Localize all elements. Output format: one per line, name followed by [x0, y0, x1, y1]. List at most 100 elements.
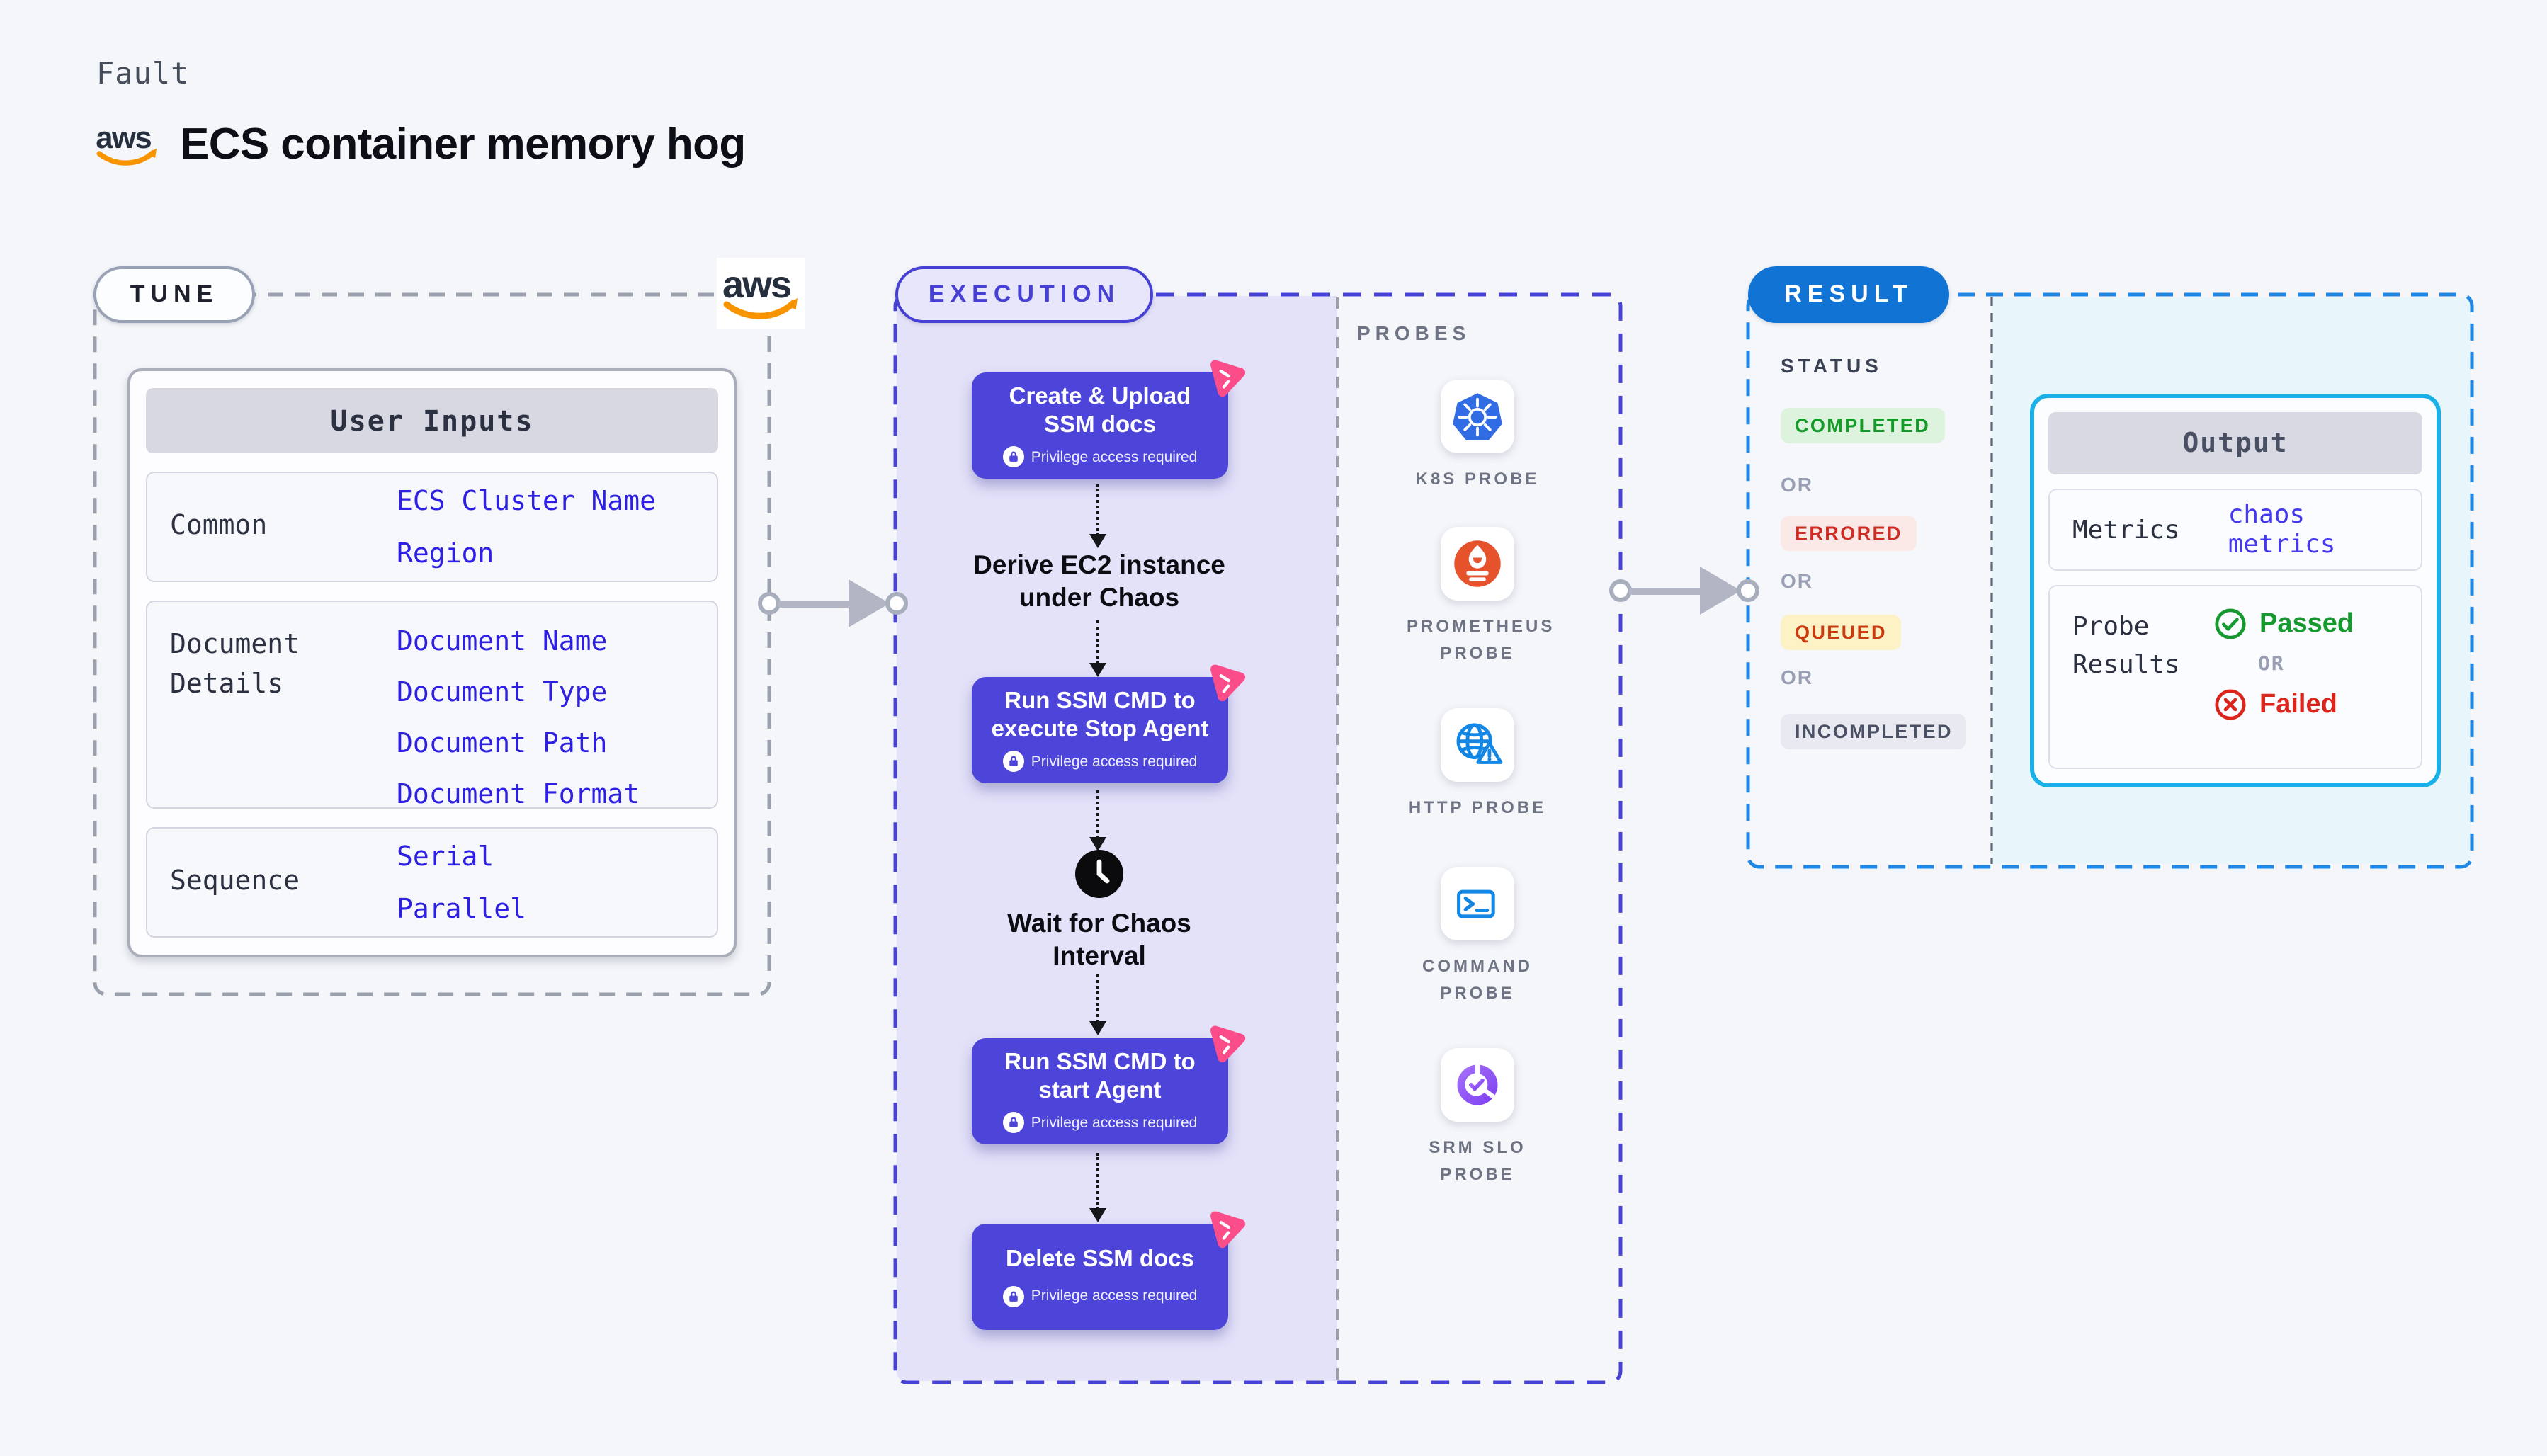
- privilege-badge-text: Privilege access required: [1031, 753, 1198, 770]
- clock-icon: [1075, 850, 1123, 898]
- status-badge-incompleted: INCOMPLETED: [1781, 714, 1967, 749]
- probe-label: K8S PROBE: [1415, 469, 1540, 489]
- input-group-values: ECS Cluster Name Region: [397, 485, 656, 569]
- status-label: STATUS: [1781, 354, 1883, 377]
- user-inputs-header: User Inputs: [146, 388, 718, 453]
- privilege-badge-text: Privilege access required: [1031, 448, 1198, 466]
- probe-srm-slo: SRM SLO PROBE: [1407, 1048, 1548, 1187]
- step-connector: [1089, 974, 1106, 1035]
- fault-kicker: Fault: [96, 57, 190, 91]
- input-group-document-details: Document Details Document Name Document …: [146, 601, 718, 810]
- step-title: Create & Upload SSM docs: [1009, 383, 1191, 437]
- privilege-badge: Privilege access required: [1002, 751, 1198, 773]
- aws-logo-icon: aws: [96, 120, 157, 166]
- status-badge-errored: ERRORED: [1781, 516, 1917, 551]
- failed-text: Failed: [2259, 689, 2337, 719]
- input-group-label: Common: [170, 510, 268, 542]
- input-value: Document Type: [397, 677, 608, 708]
- probe-label: PROMETHEUS PROBE: [1407, 616, 1555, 663]
- metrics-row: Metrics chaos metrics: [2048, 489, 2422, 571]
- lock-icon: [1002, 1112, 1024, 1134]
- input-group-label: Document Details: [170, 629, 300, 700]
- page-title: ECS container memory hog: [180, 119, 746, 169]
- step-connector: [1089, 1153, 1106, 1222]
- probe-label: SRM SLO PROBE: [1429, 1137, 1526, 1184]
- probe-result-or: OR: [2258, 653, 2285, 676]
- metrics-value: chaos metrics: [2228, 500, 2336, 559]
- input-value: Document Format: [397, 779, 640, 810]
- probe-results-label: Probe Results: [2072, 612, 2180, 680]
- execution-section-pill: EXECUTION: [895, 266, 1153, 323]
- input-value: Document Path: [397, 728, 608, 759]
- tune-to-execution-arrow: [758, 578, 911, 629]
- input-value: Serial: [397, 841, 494, 872]
- aws-logo-icon: aws: [722, 263, 798, 319]
- step-title: Run SSM CMD to execute Stop Agent: [991, 688, 1209, 741]
- status-or: OR: [1781, 473, 1813, 496]
- tune-aws-corner: aws: [717, 258, 805, 329]
- output-card: Output Metrics chaos metrics Probe Resul…: [2030, 394, 2441, 787]
- probe-result-passed: Passed: [2214, 608, 2354, 640]
- chaos-icon: [1210, 664, 1246, 702]
- step-create-upload-ssm-docs: Create & Upload SSM docs Privilege acces…: [972, 360, 1246, 479]
- step-wait-for-chaos-interval: Wait for Chaos Interval: [1007, 908, 1191, 971]
- chaos-icon: [1210, 360, 1246, 397]
- input-value: ECS Cluster Name: [397, 485, 657, 516]
- probe-prometheus: PROMETHEUS PROBE: [1407, 527, 1555, 666]
- passed-text: Passed: [2259, 608, 2354, 638]
- input-value: Region: [397, 538, 494, 569]
- privilege-badge-text: Privilege access required: [1031, 1287, 1198, 1305]
- step-connector: [1089, 790, 1106, 851]
- lock-icon: [1002, 751, 1024, 773]
- output-header: Output: [2048, 412, 2422, 474]
- input-value: Parallel: [397, 893, 527, 924]
- user-inputs-card: User Inputs Common ECS Cluster Name Regi…: [127, 368, 737, 957]
- slo-pie-check-icon: [1441, 1048, 1514, 1122]
- privilege-badge: Privilege access required: [1002, 1112, 1198, 1134]
- http-globe-warning-icon: [1441, 708, 1514, 782]
- lock-icon: [1002, 1285, 1024, 1307]
- step-run-ssm-cmd-stop-agent: Run SSM CMD to execute Stop Agent Privil…: [972, 664, 1246, 783]
- privilege-badge: Privilege access required: [1002, 1285, 1198, 1307]
- terminal-icon: [1441, 867, 1514, 940]
- connector-dot: [1737, 579, 1759, 602]
- lock-icon: [1002, 446, 1024, 468]
- prometheus-icon: [1441, 527, 1514, 601]
- title-row: aws ECS container memory hog: [93, 119, 746, 170]
- step-run-ssm-cmd-start-agent: Run SSM CMD to start Agent Privilege acc…: [972, 1025, 1246, 1144]
- step-connector: [1089, 620, 1106, 677]
- input-group-label: Sequence: [170, 865, 300, 897]
- input-group-values: Serial Parallel: [397, 841, 526, 924]
- step-delete-ssm-docs: Delete SSM docs Privilege access require…: [972, 1211, 1246, 1330]
- input-group-sequence: Sequence Serial Parallel: [146, 827, 718, 938]
- status-badge-completed: COMPLETED: [1781, 408, 1945, 443]
- status-or: OR: [1781, 569, 1813, 592]
- status-or: OR: [1781, 666, 1813, 688]
- input-value: Document Name: [397, 626, 608, 657]
- check-circle-icon: [2215, 608, 2246, 639]
- kubernetes-icon: [1441, 380, 1514, 453]
- execution-to-result-arrow: [1609, 565, 1762, 616]
- privilege-badge-text: Privilege access required: [1031, 1114, 1198, 1132]
- connector-dot: [885, 592, 908, 615]
- probe-command: COMMAND PROBE: [1407, 867, 1548, 1006]
- arrow-head-icon: [849, 579, 890, 627]
- x-circle-icon: [2215, 689, 2246, 720]
- privilege-badge: Privilege access required: [1002, 446, 1198, 468]
- input-group-values: Document Name Document Type Document Pat…: [397, 626, 640, 810]
- probe-http: HTTP PROBE: [1407, 708, 1548, 821]
- chaos-icon: [1210, 1211, 1246, 1249]
- probes-label: PROBES: [1357, 322, 1471, 344]
- step-title: Delete SSM docs: [1006, 1246, 1194, 1273]
- status-badge-queued: QUEUED: [1781, 615, 1901, 650]
- step-derive-ec2-instance: Derive EC2 instance under Chaos: [973, 550, 1225, 613]
- probe-result-failed: Failed: [2214, 688, 2354, 721]
- tune-section-pill: TUNE: [93, 266, 255, 323]
- input-group-common: Common ECS Cluster Name Region: [146, 472, 718, 582]
- aws-wordmark: aws: [722, 263, 790, 306]
- arrow-head-icon: [1700, 567, 1741, 615]
- probe-results-values: Passed OR Failed: [2214, 608, 2354, 751]
- probe-results-row: Probe Results Passed OR Failed: [2048, 585, 2422, 769]
- step-title: Run SSM CMD to start Agent: [1004, 1049, 1196, 1103]
- arrow-line: [1629, 587, 1706, 594]
